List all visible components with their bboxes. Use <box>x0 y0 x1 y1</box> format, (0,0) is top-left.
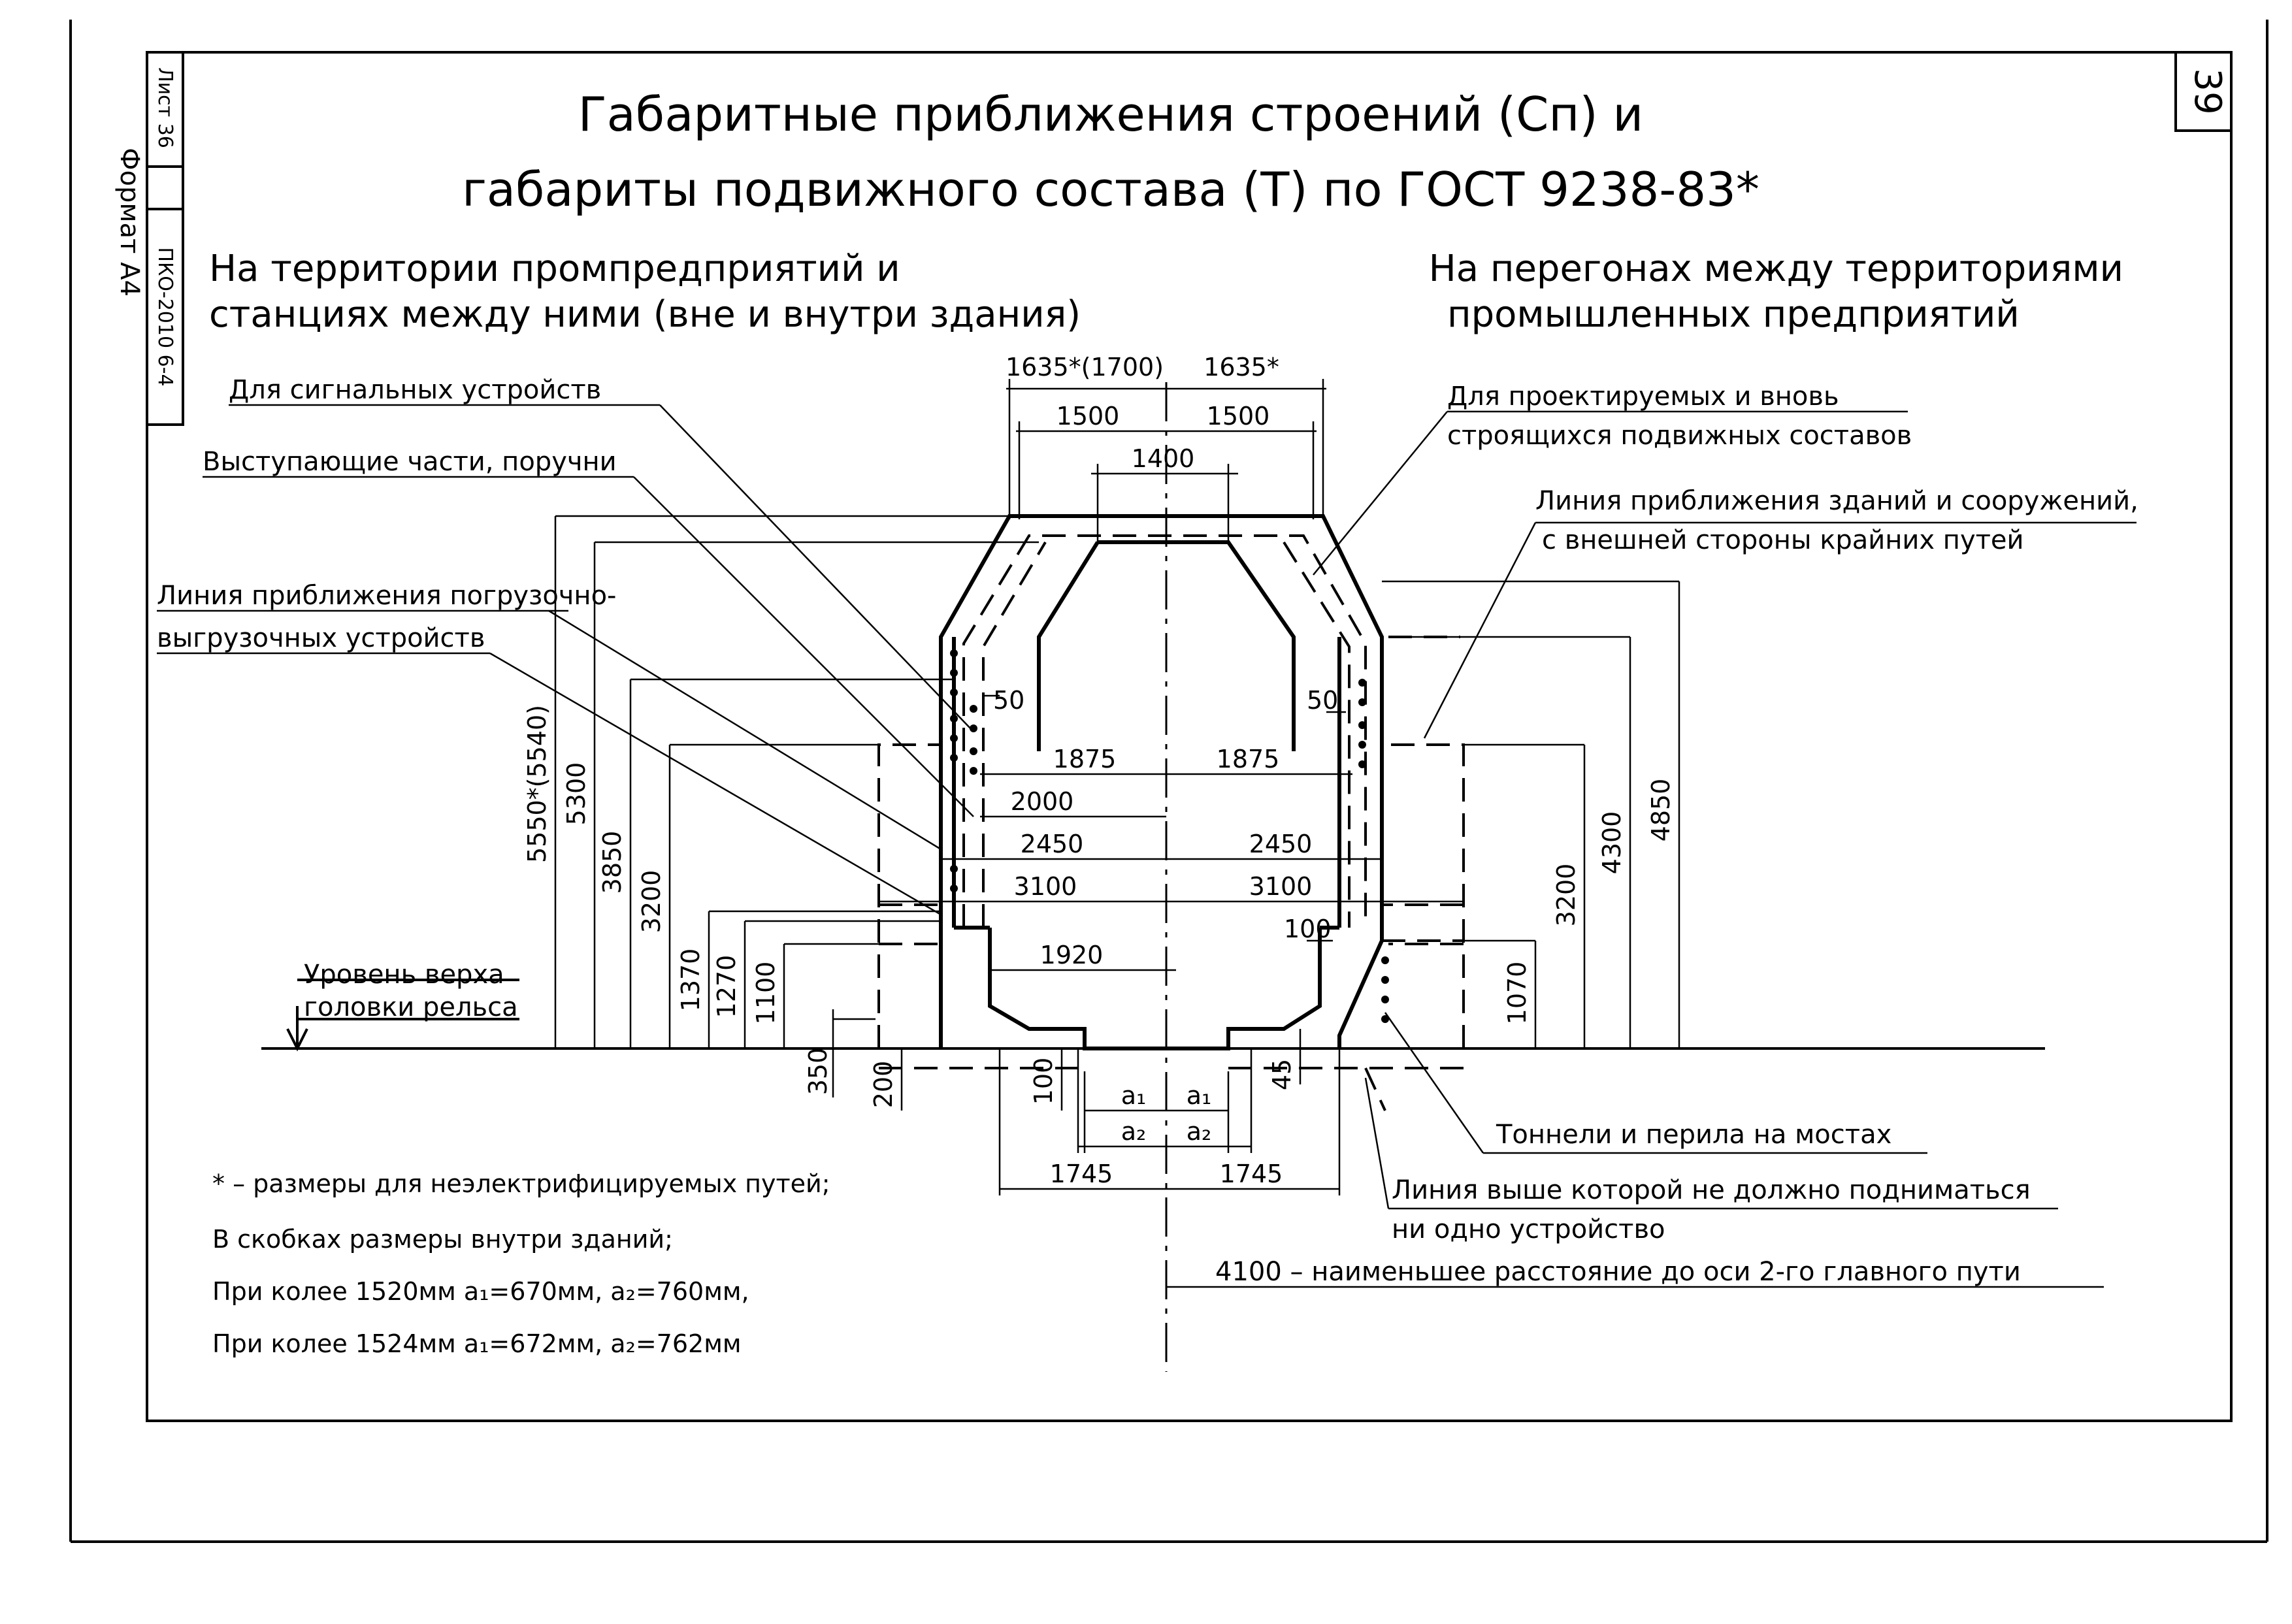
dim-top-left: 1635*(1700) <box>1006 353 1164 382</box>
dim-50-right: 50 <box>1307 686 1338 715</box>
dim-3100-right: 3100 <box>1249 872 1313 901</box>
dim-1270: 1270 <box>712 955 741 1018</box>
dim-a1-left: a₁ <box>1121 1081 1147 1110</box>
dim-1500-right: 1500 <box>1207 402 1270 430</box>
note-4: При колее 1524мм a₁=672мм, a₂=762мм <box>212 1329 742 1358</box>
dim-50-left: 50 <box>993 686 1024 715</box>
dim-2000: 2000 <box>1011 787 1074 816</box>
dim-1745-left: 1745 <box>1050 1160 1113 1188</box>
dim-1100: 1100 <box>751 962 780 1025</box>
note-1: * – размеры для неэлектрифицируемых путе… <box>212 1169 830 1198</box>
dim-3850: 3850 <box>598 831 627 894</box>
dim-a1-right: a₁ <box>1187 1081 1212 1110</box>
vertical-dimensions-left <box>554 515 1302 1111</box>
dim-1500-left: 1500 <box>1056 402 1120 430</box>
label-signal-devices: Для сигнальных устройств <box>229 375 601 405</box>
label-protruding-parts: Выступающие части, поручни <box>203 447 617 477</box>
signal-dots <box>950 649 1389 1023</box>
heading-right-2: промышленных предприятий <box>1447 293 2020 336</box>
label-designed-stock-2: строящихся подвижных составов <box>1447 421 1912 451</box>
dim-100-bottom: 100 <box>1029 1058 1058 1105</box>
horizontal-dimensions <box>879 379 2104 1288</box>
label-loading-line-2: выгрузочных устройств <box>157 623 485 653</box>
rolling-stock-outline <box>988 928 1322 1050</box>
dim-350: 350 <box>804 1048 832 1096</box>
dim-1070: 1070 <box>1503 962 1531 1025</box>
label-buildings-line-1: Линия приближения зданий и сооружений, <box>1535 486 2138 516</box>
dim-4300: 4300 <box>1597 811 1626 875</box>
format-label: Формат А4 <box>114 148 144 297</box>
dim-5300: 5300 <box>562 762 591 826</box>
label-designed-stock-1: Для проектируемых и вновь <box>1447 382 1839 412</box>
dim-3200-left: 3200 <box>637 870 666 934</box>
leader-lines <box>157 404 2136 1210</box>
page-number: 39 <box>2186 68 2229 114</box>
dim-1875-right: 1875 <box>1217 745 1280 773</box>
dim-a2-left: a₂ <box>1121 1117 1147 1146</box>
dim-2450-right: 2450 <box>1249 830 1313 858</box>
note-2: В скобках размеры внутри зданий; <box>212 1225 673 1254</box>
dim-100-right: 100 <box>1284 915 1332 943</box>
dim-5550: 5550*(5540) <box>523 705 551 863</box>
dim-1745-right: 1745 <box>1220 1160 1283 1188</box>
dimension-values: 1635*(1700) 1635* 1500 1500 1400 50 50 1… <box>523 353 1675 1188</box>
label-buildings-line-2: с внешней стороны крайних путей <box>1542 525 2024 555</box>
label-limit-line-2: ни одно устройство <box>1392 1214 1665 1244</box>
stamp-sheet: Лист 36 <box>154 67 176 148</box>
label-limit-line-1: Линия выше которой не должно подниматься <box>1392 1175 2031 1205</box>
heading-right-1: На перегонах между территориями <box>1429 248 2123 290</box>
label-loading-line-1: Линия приближения погрузочно- <box>157 581 616 611</box>
label-rail-level-2: головки рельса <box>304 992 518 1022</box>
dim-1875-left: 1875 <box>1053 745 1117 773</box>
dim-2450-left: 2450 <box>1021 830 1084 858</box>
dim-3200-right: 3200 <box>1552 864 1580 927</box>
dim-200: 200 <box>869 1061 898 1109</box>
title-line-1: Габаритные приближения строений (Сп) и <box>578 87 1643 142</box>
dim-a2-right: a₂ <box>1187 1117 1212 1146</box>
stamp-code: ПКО-2010 6-4 <box>154 247 176 386</box>
dim-3100-left: 3100 <box>1014 872 1077 901</box>
dim-45: 45 <box>1268 1059 1296 1090</box>
label-tunnels: Тоннели и перила на мостах <box>1496 1120 1891 1150</box>
note-3: При колее 1520мм a₁=670мм, a₂=760мм, <box>212 1277 749 1306</box>
heading-left-2: станциях между ними (вне и внутри здания… <box>209 293 1081 336</box>
title-line-2: габариты подвижного состава (Т) по ГОСТ … <box>462 162 1760 217</box>
label-axis-distance: 4100 – наименьшее расстояние до оси 2-го… <box>1215 1257 2021 1287</box>
dim-top-right: 1635* <box>1203 353 1279 382</box>
sheet-frames <box>69 20 2268 1543</box>
dim-4850: 4850 <box>1646 779 1675 842</box>
vertical-dimensions-right <box>1382 580 1680 1048</box>
label-rail-level-1: Уровень верха <box>304 960 504 990</box>
dim-1920: 1920 <box>1040 941 1104 969</box>
designed-stock-outline <box>962 534 1367 928</box>
dim-1400: 1400 <box>1132 444 1195 473</box>
dim-1370: 1370 <box>676 949 705 1012</box>
heading-left-1: На территории промпредприятий и <box>209 248 900 290</box>
building-outline <box>939 514 1384 1048</box>
